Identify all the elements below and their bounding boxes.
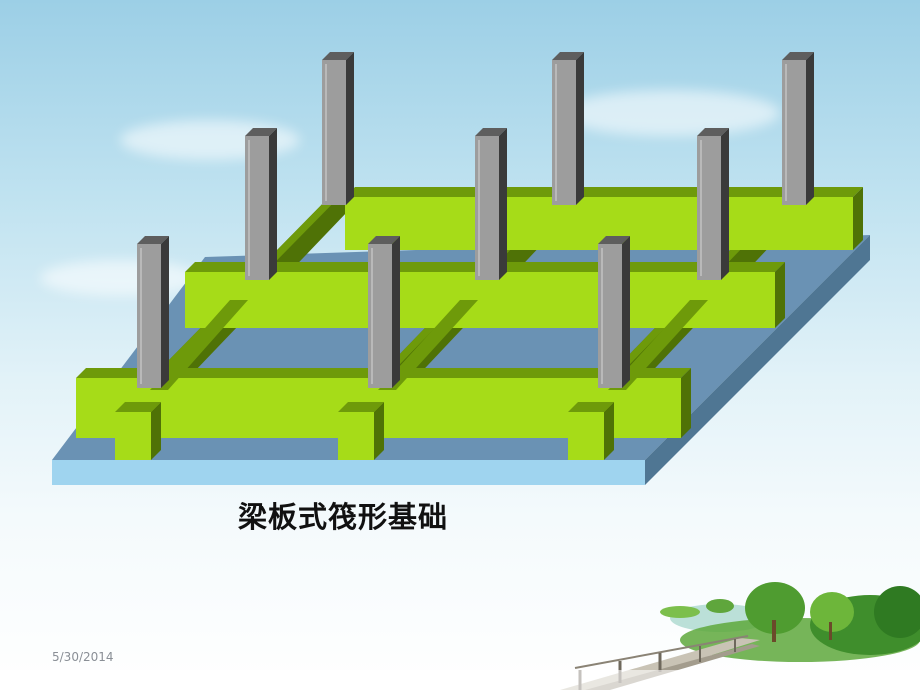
- front-beam-end: [681, 368, 691, 438]
- column-side: [622, 236, 630, 388]
- column-side: [721, 128, 729, 280]
- beam-end-block: [115, 412, 151, 460]
- beam-end-block-side: [151, 402, 161, 460]
- column-side: [346, 52, 354, 205]
- back-beam-end: [853, 187, 863, 250]
- column-top: [245, 128, 277, 136]
- back-beam-top-edge: [345, 187, 863, 197]
- beam-end-block-top: [338, 402, 384, 412]
- cloud: [40, 260, 200, 296]
- column-side: [392, 236, 400, 388]
- diagonal-beam-top: [378, 300, 478, 390]
- column-top: [697, 128, 729, 136]
- trees-island: [660, 582, 920, 662]
- column-top: [475, 128, 507, 136]
- column-top: [782, 52, 814, 60]
- slab-side-face: [645, 235, 870, 485]
- column-top: [137, 236, 169, 244]
- diagram-caption: 梁板式筏形基础: [238, 500, 449, 534]
- diagonal-beam-top: [608, 300, 708, 390]
- column-top: [368, 236, 400, 244]
- column-top: [552, 52, 584, 60]
- column-top: [322, 52, 354, 60]
- beam-end-block: [338, 412, 374, 460]
- diagonal-beam-top: [150, 300, 248, 390]
- beam-end-block-side: [374, 402, 384, 460]
- column-side: [576, 52, 584, 205]
- beam-end-block: [568, 412, 604, 460]
- column-top: [598, 236, 630, 244]
- beam-end-block-side: [604, 402, 614, 460]
- beam-end-block-top: [115, 402, 161, 412]
- back-beam: [345, 197, 853, 250]
- middle-beam-end: [775, 262, 785, 328]
- column-side: [161, 236, 169, 388]
- beam-end-block-top: [568, 402, 614, 412]
- column-side: [806, 52, 814, 205]
- slide-date: 5/30/2014: [52, 650, 114, 664]
- column-side: [269, 128, 277, 280]
- slab-front-face: [52, 460, 645, 485]
- column-side: [499, 128, 507, 280]
- cloud: [560, 90, 780, 136]
